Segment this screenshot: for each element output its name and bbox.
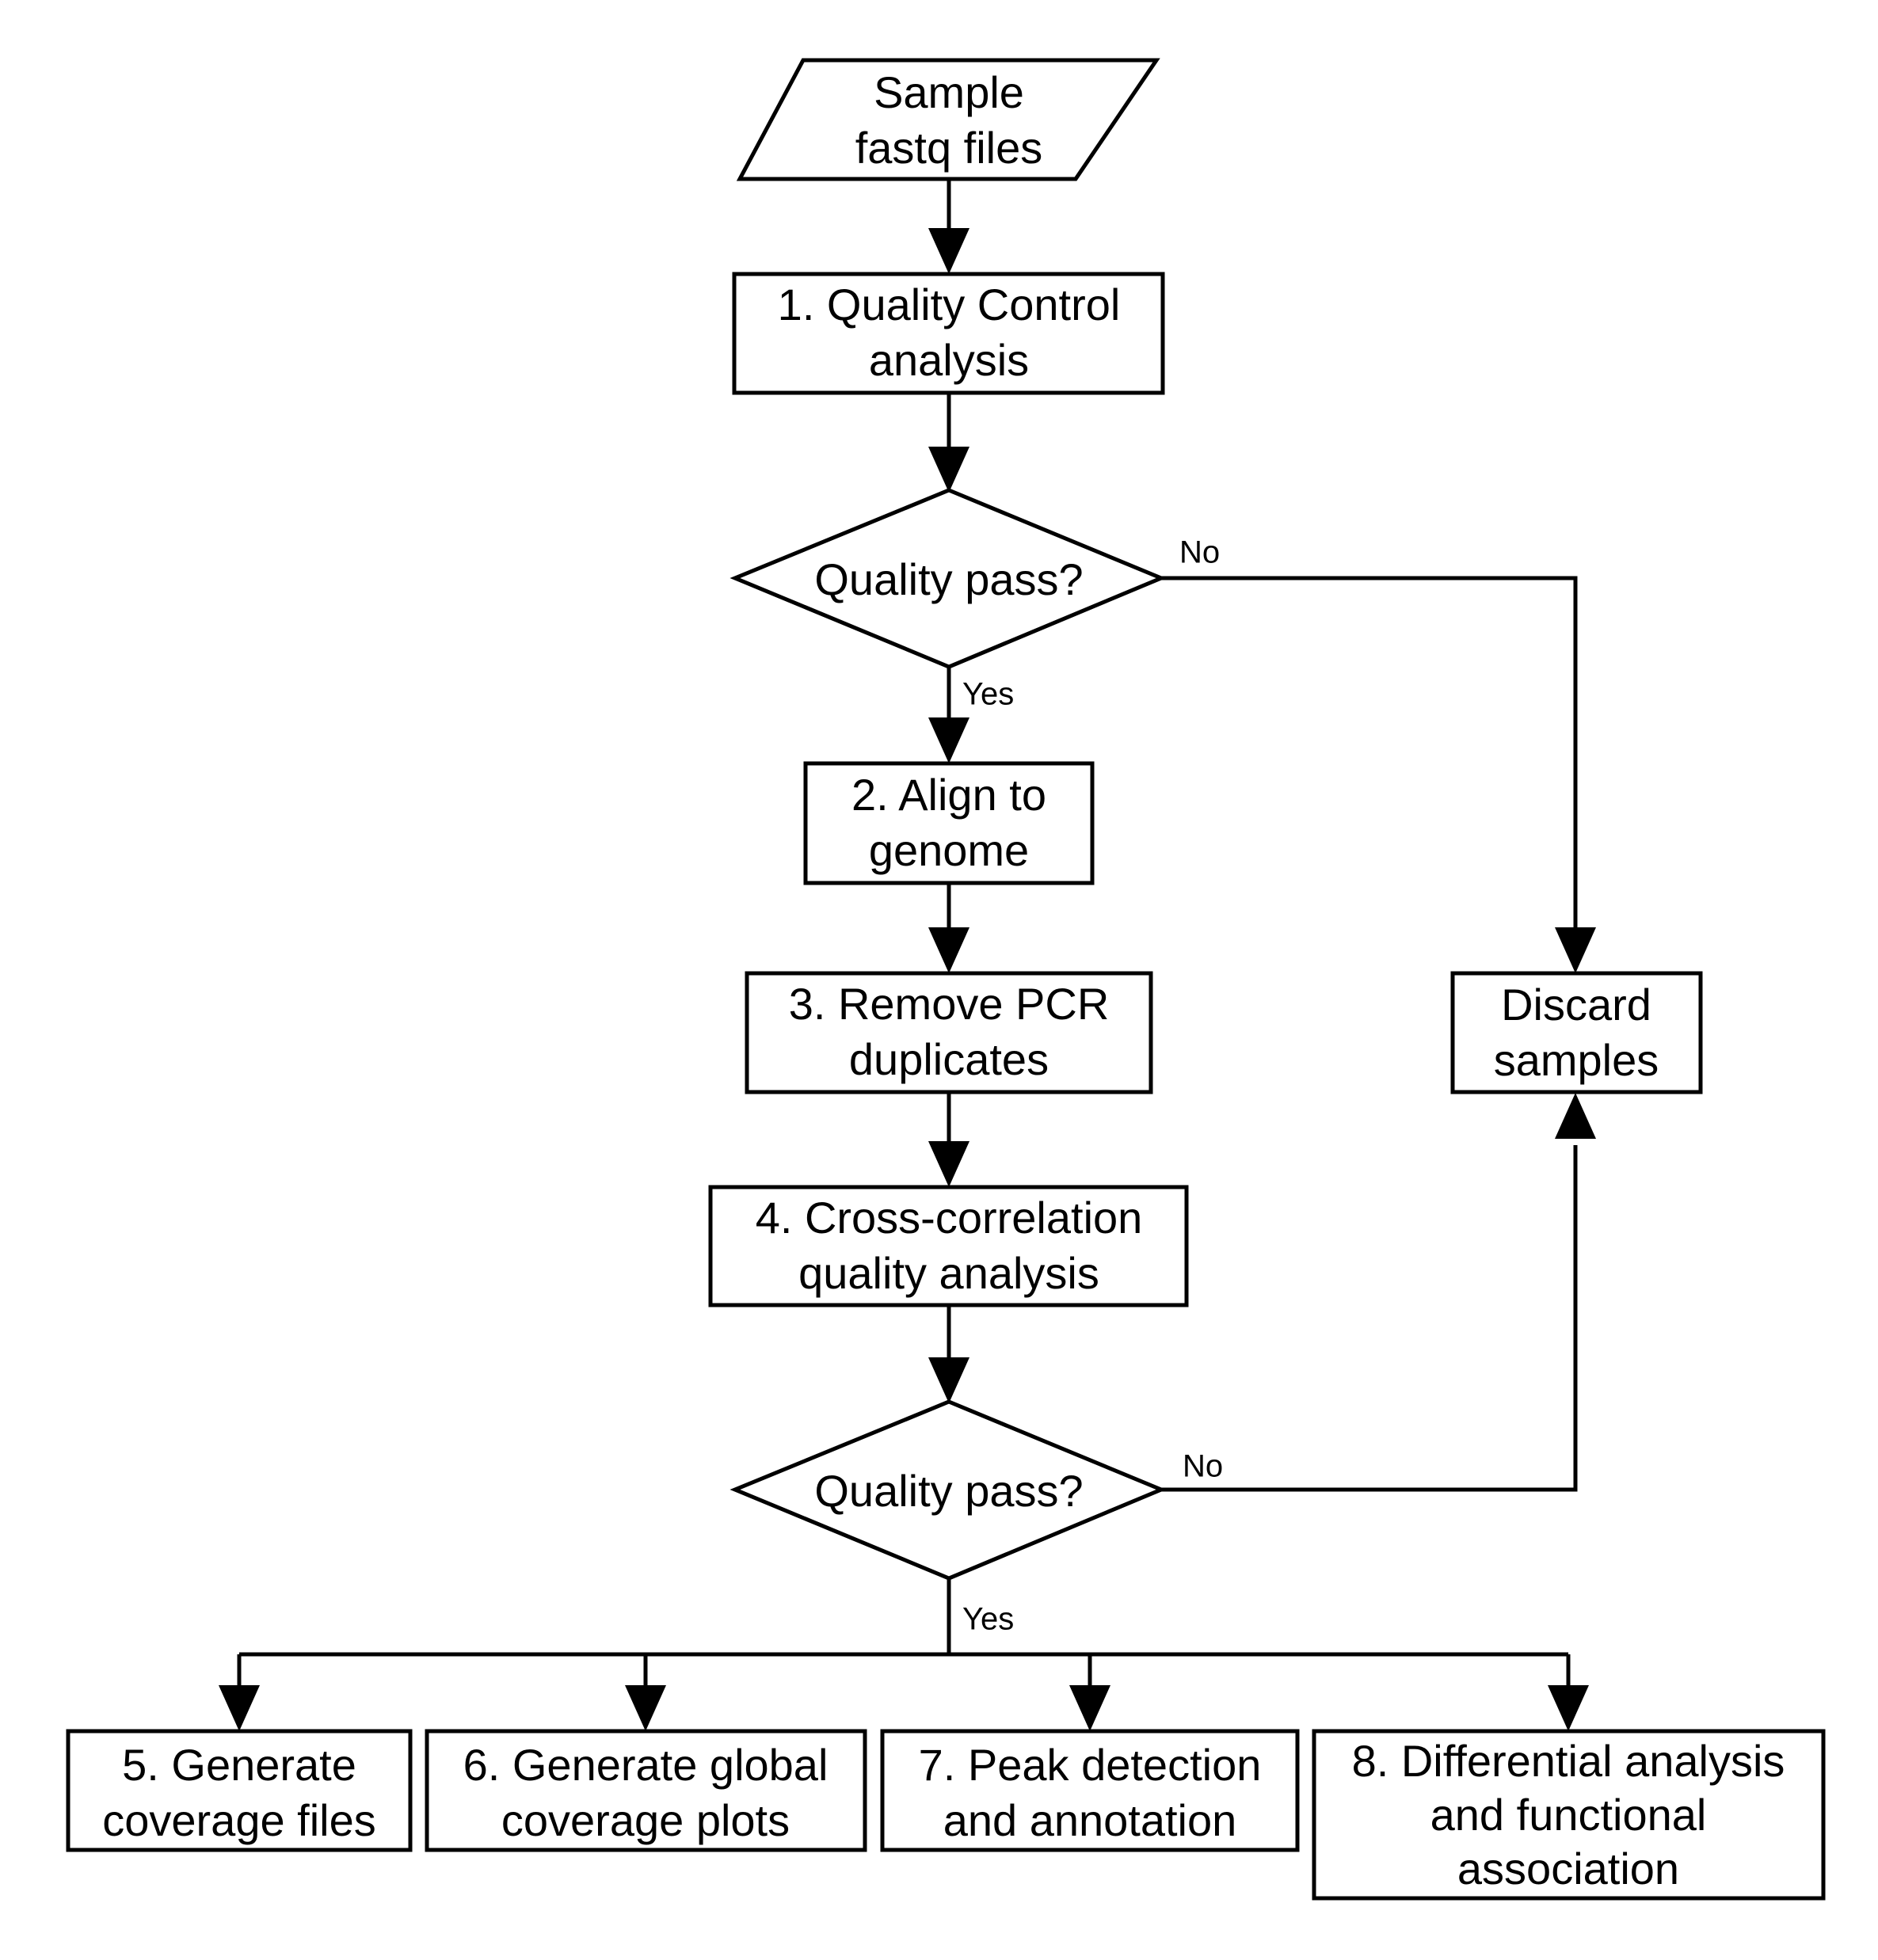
decision2-label: Quality pass? [814, 1466, 1083, 1516]
arrowhead-to-diff [1548, 1685, 1589, 1731]
node-discard: Discard samples [1450, 971, 1703, 1094]
node-plots: 6. Generate global coverage plots [425, 1729, 867, 1852]
arrowhead-to-align [928, 717, 969, 763]
arrowhead-to-plots [625, 1685, 666, 1731]
crosscorr-label-line1: 4. Cross-correlation [756, 1193, 1143, 1243]
node-diff: 8. Differential analysis and functional … [1312, 1729, 1826, 1901]
decision2-diamond [729, 1399, 1167, 1581]
input-label-line2: fastq files [855, 123, 1043, 173]
decision1-no-label: No [1179, 535, 1220, 570]
arrowhead-to-peaks [1069, 1685, 1110, 1731]
arrowhead-to-dedup [928, 927, 969, 973]
align-label-line1: 2. Align to [851, 770, 1046, 820]
plots-label-line1: 6. Generate global [463, 1740, 829, 1790]
edge-decision1-no [1161, 576, 1578, 927]
node-crosscorr: 4. Cross-correlation quality analysis [708, 1185, 1189, 1307]
peaks-box [880, 1729, 1300, 1852]
qc-box [732, 272, 1165, 395]
decision1-label: Quality pass? [814, 554, 1083, 604]
dedup-label-line2: duplicates [849, 1034, 1049, 1084]
align-label-line2: genome [869, 825, 1029, 875]
coverage-box [66, 1729, 413, 1852]
arrowheads [219, 228, 1596, 1731]
arrowhead-to-decision1 [928, 447, 969, 493]
peaks-label-line1: 7. Peak detection [919, 1740, 1262, 1790]
discard-label-line1: Discard [1501, 980, 1651, 1029]
decision2-no-label: No [1183, 1449, 1223, 1484]
align-box [803, 761, 1095, 885]
diff-label-line1: 8. Differential analysis [1352, 1736, 1785, 1786]
node-qc: 1. Quality Control analysis [732, 272, 1165, 395]
node-peaks: 7. Peak detection and annotation [880, 1729, 1300, 1852]
node-dedup: 3. Remove PCR duplicates [745, 971, 1153, 1094]
qc-label-line2: analysis [869, 335, 1029, 385]
discard-box [1450, 971, 1703, 1094]
input-parallelogram [736, 58, 1160, 181]
dedup-box [745, 971, 1153, 1094]
arrowhead-to-qc [928, 228, 969, 274]
arrowhead-to-discard-top [1555, 927, 1596, 973]
qc-label-line1: 1. Quality Control [778, 280, 1121, 329]
dedup-label-line1: 3. Remove PCR [789, 979, 1110, 1029]
arrowhead-to-crosscorr [928, 1141, 969, 1187]
discard-label-line2: samples [1494, 1035, 1659, 1085]
arrowhead-to-decision2 [928, 1357, 969, 1403]
node-coverage: 5. Generate coverage files [66, 1729, 413, 1852]
diff-label-line2: and functional [1430, 1790, 1707, 1840]
crosscorr-box [708, 1185, 1189, 1307]
node-align: 2. Align to genome [803, 761, 1095, 885]
coverage-label-line2: coverage files [102, 1795, 376, 1845]
arrowhead-to-discard-bottom [1555, 1093, 1596, 1139]
node-decision2: Quality pass? [729, 1399, 1167, 1581]
plots-box [425, 1729, 867, 1852]
plots-label-line2: coverage plots [501, 1795, 790, 1845]
edge-labels: No Yes No Yes [962, 535, 1223, 1637]
coverage-label-line1: 5. Generate [122, 1740, 356, 1790]
diff-label-line3: association [1457, 1844, 1679, 1893]
input-label-line1: Sample [874, 67, 1024, 117]
crosscorr-label-line2: quality analysis [798, 1248, 1099, 1298]
node-input: Sample fastq files [736, 58, 1160, 181]
decision1-yes-label: Yes [962, 677, 1014, 712]
decision2-yes-label: Yes [962, 1602, 1014, 1637]
arrowhead-to-coverage [219, 1685, 260, 1731]
peaks-label-line2: and annotation [943, 1795, 1237, 1845]
edge-decision2-no [1161, 1145, 1578, 1492]
diff-box [1312, 1729, 1826, 1901]
node-decision1: Quality pass? [729, 488, 1167, 669]
decision1-diamond [729, 488, 1167, 669]
connectors [237, 179, 1578, 1688]
